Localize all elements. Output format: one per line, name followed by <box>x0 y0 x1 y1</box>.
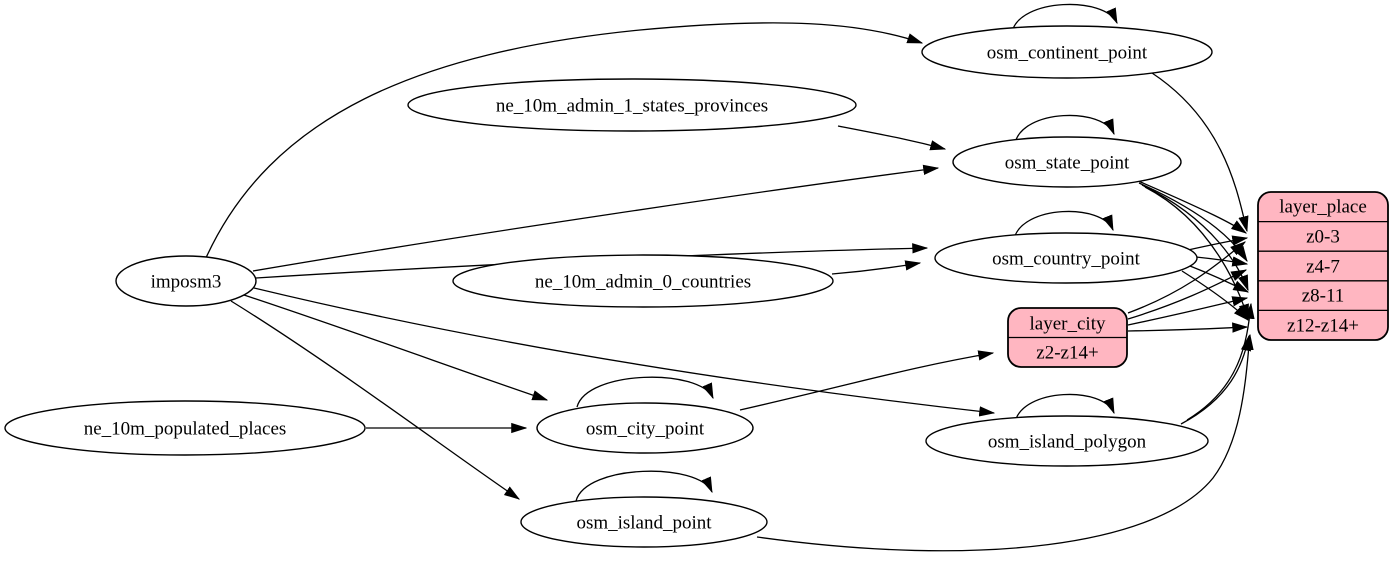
osm_continent_point-ellipse <box>921 25 1213 79</box>
ne_10m_admin_0_countries-label: ne_10m_admin_0_countries <box>535 271 751 292</box>
imposm3-label: imposm3 <box>151 271 222 292</box>
ne_10m_admin_1_states_provinces-label: ne_10m_admin_1_states_provinces <box>496 95 768 116</box>
edge-osm_island_polygon-layer_place-z8-11 <box>1186 302 1255 421</box>
selfloop-osm_island_polygon <box>1014 393 1115 423</box>
edge-imposm3-osm_state_point <box>252 164 940 272</box>
osm_island_polygon-ellipse <box>925 415 1209 467</box>
edge-osm_country_point-layer_place-z0-3 <box>1187 235 1249 251</box>
selfloop-osm_island_point <box>575 470 713 502</box>
edge-imposm3-osm_city_point <box>243 294 549 401</box>
node-layer_city: layer_city z2-z14+ <box>1007 307 1128 368</box>
layer_place-row-z4-7: z4-7 <box>1306 256 1340 277</box>
node-osm_city_point: osm_city_point <box>536 402 754 454</box>
osm_city_point-ellipse <box>536 402 754 454</box>
layer_place-row-z8-11: z8-11 <box>1302 285 1345 306</box>
edge-osm_state_point-layer_place-z0-3 <box>1135 179 1248 234</box>
edge-layer_city-layer_place-z4-7 <box>1127 269 1248 320</box>
node-osm_island_point: osm_island_point <box>520 496 768 548</box>
edge-imposm3-osm_island_point <box>230 300 521 500</box>
osm_country_point-label: osm_country_point <box>992 248 1140 269</box>
ne_10m_populated_places-label: ne_10m_populated_places <box>84 418 287 439</box>
osm_city_point-label: osm_city_point <box>586 418 705 439</box>
selfloop-osm_country_point <box>1013 210 1114 240</box>
edge-ne_10m_admin_1_states_provinces-osm_state_point <box>837 125 947 151</box>
ne_10m_populated_places-ellipse <box>4 400 366 456</box>
layer_place-box <box>1257 191 1389 341</box>
selfloop-osm_continent_point <box>1011 3 1118 33</box>
node-ne_10m_admin_1_states_provinces: ne_10m_admin_1_states_provinces <box>407 78 857 132</box>
imposm3-ellipse <box>115 255 257 307</box>
node-layer_place: layer_place z0-3 z4-7 z8-11 z12-z14+ <box>1257 191 1389 341</box>
edge-ne_10m_admin_0_countries-osm_country_point <box>831 260 922 275</box>
node-osm_continent_point: osm_continent_point <box>921 25 1213 79</box>
edge-imposm3-osm_continent_point <box>204 22 924 261</box>
osm_country_point-ellipse <box>934 232 1198 284</box>
layer_city-row-z2-z14: z2-z14+ <box>1036 342 1098 363</box>
osm_island_point-ellipse <box>520 496 768 548</box>
edge-imposm3-osm_island_polygon <box>253 287 996 417</box>
node-imposm3: imposm3 <box>115 255 257 307</box>
node-osm_country_point: osm_country_point <box>934 232 1198 284</box>
selfloop-osm_city_point <box>576 376 714 408</box>
node-ne_10m_admin_0_countries: ne_10m_admin_0_countries <box>452 254 834 308</box>
ne_10m_admin_0_countries-ellipse <box>452 254 834 308</box>
osm_state_point-ellipse <box>952 136 1182 188</box>
ne_10m_admin_1_states_provinces-ellipse <box>407 78 857 132</box>
edge-osm_city_point-layer_city <box>739 350 995 411</box>
layer_city-title: layer_city <box>1030 313 1106 334</box>
layer_place-row-z12-z14: z12-z14+ <box>1287 315 1359 336</box>
osm_island_polygon-label: osm_island_polygon <box>988 431 1147 452</box>
node-ne_10m_populated_places: ne_10m_populated_places <box>4 400 366 456</box>
node-osm_state_point: osm_state_point <box>952 136 1182 188</box>
osm_island_point-label: osm_island_point <box>576 512 712 533</box>
edge-osm_island_point-layer_place-z12-z14 <box>756 333 1254 552</box>
layer_place-title: layer_place <box>1279 196 1367 217</box>
osm_continent_point-label: osm_continent_point <box>987 42 1148 63</box>
edges <box>204 3 1255 552</box>
edge-layer_city-layer_place-z8-11 <box>1127 296 1249 326</box>
osm_state_point-label: osm_state_point <box>1005 152 1130 173</box>
node-osm_island_polygon: osm_island_polygon <box>925 415 1209 467</box>
edge-layer_city-layer_place-z12-z14 <box>1127 322 1249 333</box>
selfloop-osm_state_point <box>1014 114 1115 144</box>
edge-osm_country_point-layer_place-z12-z14 <box>1181 270 1249 321</box>
edge-layer_city-layer_place-z0-3 <box>1127 241 1246 314</box>
layer_place-row-z0-3: z0-3 <box>1306 226 1340 247</box>
edge-osm_continent_point-layer_place-z0-3 <box>1151 72 1249 233</box>
edge-osm_island_polygon-layer_place-z12-z14 <box>1180 334 1252 425</box>
